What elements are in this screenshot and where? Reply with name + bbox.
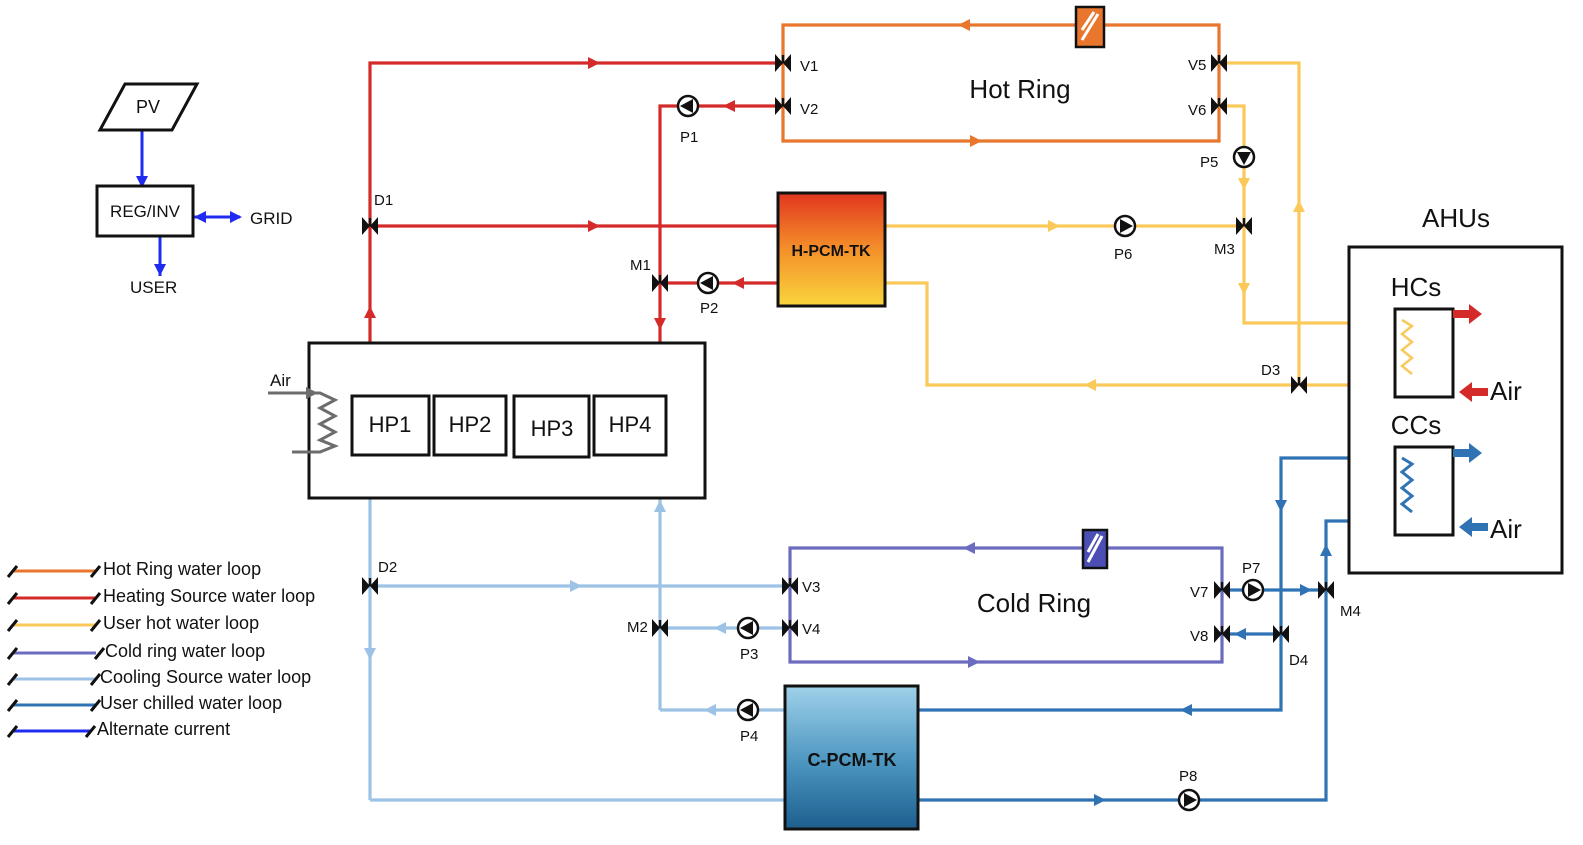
hcs-label: HCs [1391, 272, 1442, 302]
hc-air-in-arrow [1459, 382, 1488, 402]
hp1-box [350, 394, 431, 457]
pump-p4-label: P4 [740, 728, 758, 745]
pump-symbols [676, 94, 1265, 812]
legend-label: Cold ring water loop [105, 641, 265, 661]
air-hc-label: Air [1490, 376, 1522, 406]
valve-d4-label: D4 [1289, 652, 1308, 669]
hp2-box [432, 394, 508, 457]
heating-coil [1399, 318, 1415, 375]
hp4-label: HP4 [609, 412, 652, 437]
valve-v3-label: V3 [802, 579, 820, 596]
valve-m3-label: M3 [1214, 241, 1235, 258]
pump-p1-label: P1 [680, 129, 698, 146]
valve-v7-label: V7 [1190, 584, 1208, 601]
air-hp-label: Air [270, 371, 291, 390]
user-chilled-water-loop [918, 456, 1395, 802]
legend-item: Alternate current [6, 719, 230, 739]
legend-item: User chilled water loop [6, 693, 282, 713]
hot-tank-label: H-PCM-TK [791, 243, 871, 260]
user-hot-water-loop [885, 61, 1395, 387]
valve-m1-label: M1 [630, 257, 651, 274]
valve-d3-label: D3 [1261, 362, 1280, 379]
grid-label: GRID [250, 209, 293, 228]
inverter-label: REG/INV [110, 202, 181, 221]
legend-label: Hot Ring water loop [103, 559, 261, 579]
pump-p8-label: P8 [1179, 768, 1197, 785]
legend-item: User hot water loop [6, 613, 259, 633]
legend-label: Heating Source water loop [103, 586, 315, 606]
air-coil [268, 391, 340, 454]
cold-pcm-tank [783, 684, 920, 831]
hp1-label: HP1 [369, 412, 412, 437]
pump-p7-label: P7 [1242, 560, 1260, 577]
cooling-coil [1399, 456, 1415, 514]
pump-p3-label: P3 [740, 646, 758, 663]
valve-v6-label: V6 [1188, 102, 1206, 119]
valve-d2-label: D2 [378, 559, 397, 576]
user-label: USER [130, 278, 177, 297]
hot-pcm-tank [776, 191, 887, 308]
valve-d1-label: D1 [374, 192, 393, 209]
pump-p6-label: P6 [1114, 246, 1132, 263]
ccs-label: CCs [1391, 410, 1442, 440]
valve-v4-label: V4 [802, 621, 820, 638]
air-inlet-arrow [306, 387, 318, 399]
hp4-box [592, 394, 668, 457]
legend-label: Cooling Source water loop [100, 667, 311, 687]
legend-item: Cooling Source water loop [6, 667, 311, 687]
inverter-box [95, 184, 195, 238]
legend-label: User chilled water loop [100, 693, 282, 713]
cold-ring-label: Cold Ring [977, 588, 1091, 618]
valve-m2-label: M2 [627, 619, 648, 636]
legend-item: Cold ring water loop [6, 641, 265, 661]
cc-air-in-arrow [1459, 517, 1488, 537]
flow-arrows [136, 19, 1332, 806]
cc-air-out-arrow [1453, 443, 1482, 463]
cold-ring-exchanger [1081, 528, 1109, 570]
ahus-label: AHUs [1422, 203, 1490, 233]
cooling-source-loop [368, 455, 790, 802]
valve-v2-label: V2 [800, 101, 818, 118]
valve-v1-label: V1 [800, 58, 818, 75]
hp2-label: HP2 [449, 412, 492, 437]
hot-ring-exchanger [1074, 5, 1106, 49]
legend-label: User hot water loop [103, 613, 259, 633]
legend-item: Heating Source water loop [6, 586, 315, 606]
pump-p5-label: P5 [1200, 154, 1218, 171]
hot-ring-label: Hot Ring [969, 74, 1070, 104]
cold-tank-label: C-PCM-TK [808, 750, 897, 770]
pv-label: PV [136, 97, 160, 117]
hp3-box [512, 394, 591, 459]
ahus-box [1347, 245, 1564, 575]
valve-v5-label: V5 [1188, 57, 1206, 74]
pv-panel [97, 82, 200, 132]
valve-v8-label: V8 [1190, 628, 1208, 645]
legend-item: Hot Ring water loop [6, 559, 261, 579]
heating-source-loop [368, 61, 783, 381]
legend-label: Alternate current [97, 719, 230, 739]
hc-air-out-arrow [1453, 304, 1482, 324]
pump-p2-label: P2 [700, 300, 718, 317]
valve-m4-label: M4 [1340, 603, 1361, 620]
hp3-label: HP3 [531, 416, 574, 441]
air-cc-label: Air [1490, 514, 1522, 544]
legend: Hot Ring water loop Heating Source water… [6, 559, 315, 739]
